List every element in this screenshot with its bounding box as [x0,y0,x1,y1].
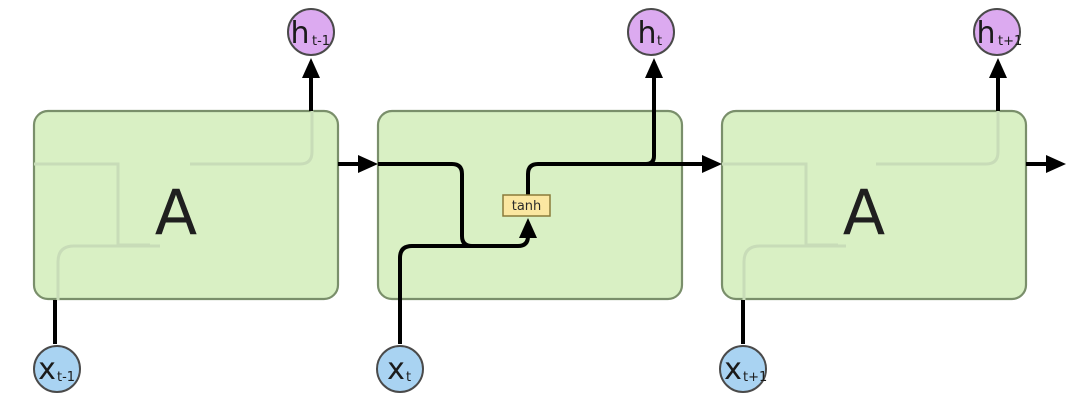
input-node-t-main: x [387,352,405,387]
cell-3-output-arrowhead [989,58,1007,78]
tanh-label: tanh [512,199,542,214]
cell-3-box [720,109,1028,301]
cell-1-box [32,109,340,301]
hidden-node-t: h t [627,8,675,56]
hidden-node-t-main: h [637,16,656,51]
recurrent-arrowhead-3-next [1046,155,1066,173]
input-node-t: x t [376,345,424,393]
cell-1-label: A [155,176,197,249]
cell-1: A [32,109,340,301]
cell-3: A [720,109,1028,301]
hidden-node-t-plus-1-main: h [976,16,995,51]
hidden-node-t-minus-1: h t-1 [287,8,335,56]
cell-2-input-wire [398,235,530,344]
tanh-box [502,194,551,217]
cell-2-output-arrowhead [645,58,663,78]
input-node-t-minus-1-sub: t-1 [57,370,75,385]
recurrent-arrowhead-2-3 [702,155,722,173]
input-node-t-plus-1-sub: t+1 [743,370,767,385]
hidden-node-t-sub: t [657,34,662,49]
input-node-t-sub: t [406,370,411,385]
input-node-t-minus-1-main: x [38,352,56,387]
cell-1-output-arrowhead [302,58,320,78]
input-node-t-plus-1: x t+1 [719,345,767,393]
hidden-node-t-minus-1-sub: t-1 [312,34,330,49]
hidden-node-t-plus-1: h t+1 [973,8,1022,56]
input-node-t-minus-1: x t-1 [33,345,81,393]
cell-3-ghost-wiring [722,111,1000,300]
recurrent-arrowhead-1-2 [358,155,378,173]
cell-2-tanh-in-arrowhead [519,218,537,238]
cell-2-output-wire [645,76,656,166]
input-node-t-plus-1-main: x [724,352,742,387]
hidden-node-t-plus-1-sub: t+1 [998,34,1022,49]
cell-2-tanh-out-wire [526,162,702,196]
cell-3-label: A [843,176,885,249]
cell-1-ghost-wiring [34,111,314,300]
hidden-node-t-minus-1-main: h [290,16,309,51]
